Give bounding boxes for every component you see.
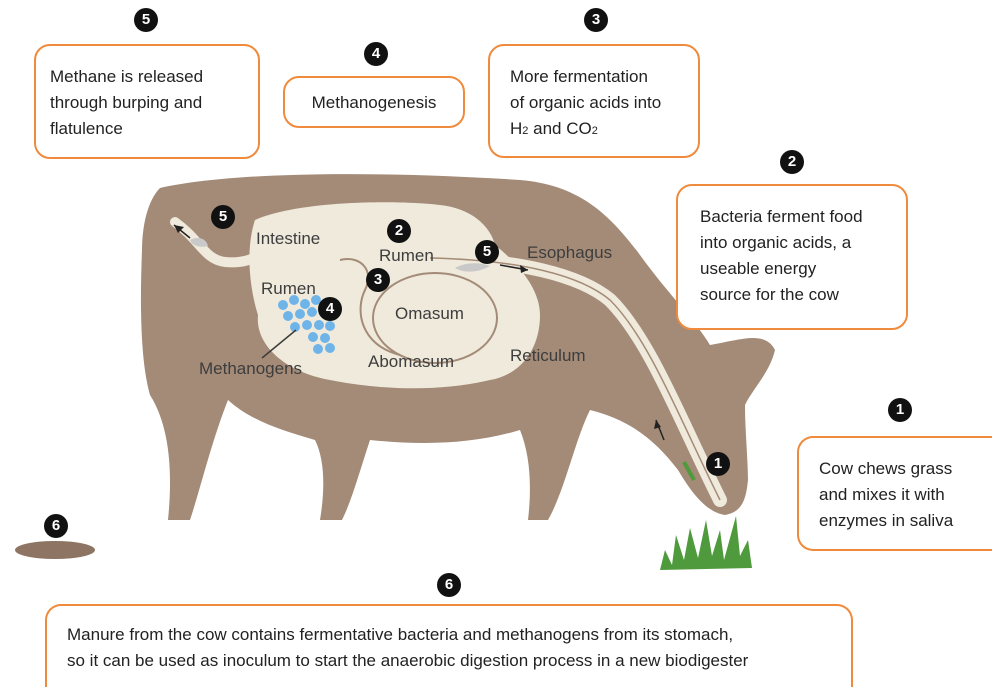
label-methanogens: Methanogens bbox=[199, 359, 302, 379]
step-4-text: Methanogenesis bbox=[299, 90, 449, 116]
step-5-badge-esophagus: 5 bbox=[475, 240, 499, 264]
step-2-box: Bacteria ferment food into organic acids… bbox=[676, 184, 908, 330]
label-abomasum: Abomasum bbox=[368, 352, 454, 372]
step-1-text-line-2: and mixes it with bbox=[819, 482, 978, 508]
step-3-badge-rumen: 3 bbox=[366, 268, 390, 292]
label-esophagus: Esophagus bbox=[527, 243, 612, 263]
step-4-badge-top: 4 bbox=[364, 42, 388, 66]
grass-tuft bbox=[660, 516, 752, 570]
label-rumen-left: Rumen bbox=[261, 279, 316, 299]
step-6-badge-center: 6 bbox=[437, 573, 461, 597]
step-4-box: Methanogenesis bbox=[283, 76, 465, 128]
step-3-text-line-1: More fermentation bbox=[510, 64, 684, 90]
step-2-badge-top: 2 bbox=[780, 150, 804, 174]
step-1-text-line-3: enzymes in saliva bbox=[819, 508, 978, 534]
step-2-text-line-1: Bacteria ferment food bbox=[700, 204, 892, 230]
step-2-text-line-2: into organic acids, a bbox=[700, 230, 892, 256]
step-3-co-sub: 2 bbox=[592, 125, 598, 137]
step-1-box: Cow chews grass and mixes it with enzyme… bbox=[797, 436, 992, 551]
step-3-badge-top: 3 bbox=[584, 8, 608, 32]
step-2-text-line-3: useable energy bbox=[700, 256, 892, 282]
label-reticulum: Reticulum bbox=[510, 346, 586, 366]
step-5-text-line-2: through burping and bbox=[50, 90, 244, 116]
step-1-text-line-1: Cow chews grass bbox=[819, 456, 978, 482]
step-4-badge-methanogens: 4 bbox=[318, 297, 342, 321]
step-6-box: Manure from the cow contains fermentativ… bbox=[45, 604, 853, 687]
step-6-text-line-2: so it can be used as inoculum to start t… bbox=[67, 648, 837, 674]
step-5-box: Methane is released through burping and … bbox=[34, 44, 260, 159]
step-1-badge-mouth: 1 bbox=[706, 452, 730, 476]
step-3-and-part: and CO bbox=[528, 119, 591, 138]
step-6-text-line-1: Manure from the cow contains fermentativ… bbox=[67, 622, 837, 648]
label-intestine: Intestine bbox=[256, 229, 320, 249]
manure-pile bbox=[15, 541, 95, 559]
step-1-badge-top: 1 bbox=[888, 398, 912, 422]
step-2-text-line-4: source for the cow bbox=[700, 282, 892, 308]
step-3-text-line-2: of organic acids into bbox=[510, 90, 684, 116]
step-5-badge-tail: 5 bbox=[211, 205, 235, 229]
step-3-h-part: H bbox=[510, 119, 522, 138]
step-3-box: More fermentation of organic acids into … bbox=[488, 44, 700, 158]
step-6-badge-manure: 6 bbox=[44, 514, 68, 538]
step-3-text-line-3: H2 and CO2 bbox=[510, 116, 684, 144]
step-5-badge-top: 5 bbox=[134, 8, 158, 32]
step-5-text-line-3: flatulence bbox=[50, 116, 244, 142]
label-rumen-top: Rumen bbox=[379, 246, 434, 266]
label-omasum: Omasum bbox=[395, 304, 464, 324]
step-5-text-line-1: Methane is released bbox=[50, 64, 244, 90]
step-2-badge-rumen: 2 bbox=[387, 219, 411, 243]
